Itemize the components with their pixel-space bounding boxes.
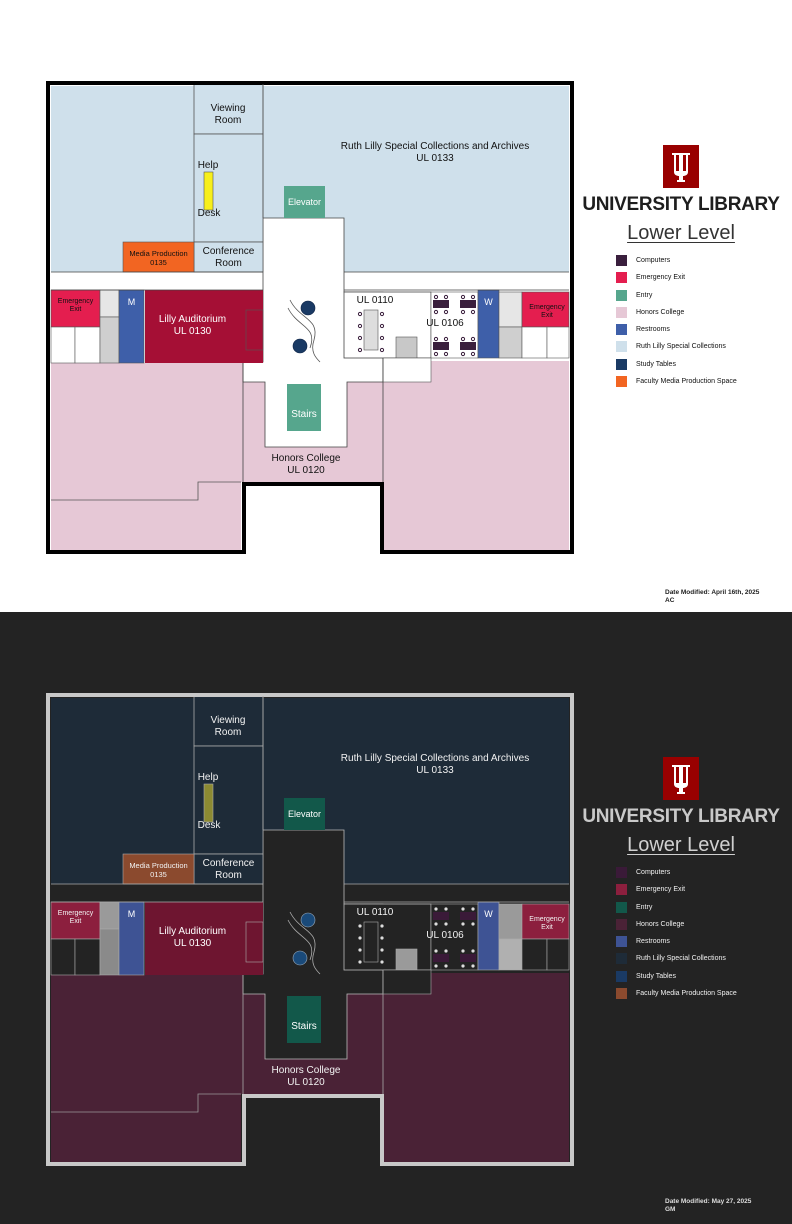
special-collections-swatch bbox=[616, 953, 627, 965]
study-tables-swatch bbox=[616, 358, 627, 370]
special-collections-swatch bbox=[616, 341, 627, 353]
special-collections-area bbox=[51, 698, 569, 884]
legend-label: Ruth Lilly Special Collections bbox=[636, 955, 726, 963]
media-production-swatch bbox=[616, 376, 627, 388]
legend-label: Emergency Exit bbox=[636, 274, 686, 282]
stairs-label: Stairs bbox=[291, 409, 317, 420]
computer-stations bbox=[433, 912, 476, 962]
help-label: Help bbox=[197, 160, 219, 171]
ul0106-label: UL 0106 bbox=[426, 318, 464, 329]
computer-stations bbox=[433, 300, 476, 350]
special-collections-label: Ruth Lilly Special Collections and Archi… bbox=[340, 753, 530, 776]
honors-college-area bbox=[51, 361, 569, 500]
honors-college-swatch bbox=[616, 306, 627, 318]
restroom-men-label: M bbox=[127, 297, 136, 307]
entry-swatch bbox=[616, 901, 627, 913]
floor-plan-light bbox=[46, 81, 574, 554]
author-initials: GM bbox=[665, 1206, 676, 1213]
emergency-exit-swatch bbox=[616, 272, 627, 284]
elevator-label: Elevator bbox=[287, 809, 322, 819]
media-production-room bbox=[122, 241, 195, 273]
author-initials: AC bbox=[665, 597, 675, 604]
auditorium-room bbox=[145, 902, 263, 975]
university-library-title: UNIVERSITY LIBRARY bbox=[582, 194, 780, 215]
ul0110-label: UL 0110 bbox=[356, 907, 394, 918]
ul0110-label: UL 0110 bbox=[356, 295, 394, 306]
elevator-room bbox=[284, 186, 325, 218]
floor-plan-dark bbox=[46, 693, 574, 1166]
restrooms-swatch bbox=[616, 936, 627, 948]
honors-college-swatch bbox=[616, 918, 627, 930]
computers-swatch bbox=[616, 255, 627, 266]
elevator-room bbox=[284, 798, 325, 830]
legend-label: Restrooms bbox=[636, 326, 670, 334]
study-tables bbox=[292, 912, 316, 966]
study-tables bbox=[292, 300, 316, 354]
stairs-room bbox=[287, 384, 321, 431]
desk-label: Desk bbox=[197, 820, 221, 831]
legend-label: Entry bbox=[636, 903, 653, 911]
entry-swatch bbox=[616, 289, 627, 301]
legend-label: Ruth Lilly Special Collections bbox=[636, 343, 726, 351]
legend-label: Honors College bbox=[636, 308, 685, 316]
stairs-label: Stairs bbox=[291, 1021, 317, 1032]
restroom-women-label: W bbox=[484, 909, 493, 919]
auditorium-room bbox=[145, 290, 263, 363]
legend-label: Computers bbox=[636, 257, 671, 264]
elevator-label: Elevator bbox=[287, 197, 322, 207]
stairs-room bbox=[287, 996, 321, 1043]
special-collections-area bbox=[51, 86, 569, 272]
restroom-men-label: M bbox=[127, 909, 136, 919]
iu-trident-logo-icon bbox=[663, 757, 699, 800]
media-production-swatch bbox=[616, 988, 627, 1000]
help-label: Help bbox=[197, 772, 219, 783]
restroom-women-label: W bbox=[484, 297, 493, 307]
computers-swatch bbox=[616, 867, 627, 878]
date-modified-text: Date Modified: May 27, 2025 bbox=[665, 1198, 752, 1205]
restrooms-swatch bbox=[616, 324, 627, 336]
emergency-exit-swatch bbox=[616, 884, 627, 896]
legend-label: Computers bbox=[636, 869, 671, 876]
special-collections-label: Ruth Lilly Special Collections and Archi… bbox=[340, 141, 530, 164]
legend-label: Faculty Media Production Space bbox=[636, 990, 737, 998]
honors-college-area bbox=[51, 973, 569, 1112]
study-tables-swatch bbox=[616, 970, 627, 982]
legend-label: Honors College bbox=[636, 920, 685, 928]
legend-label: Emergency Exit bbox=[636, 886, 686, 894]
date-modified-text: Date Modified: April 16th, 2025 bbox=[665, 589, 760, 596]
legend-label: Study Tables bbox=[636, 360, 676, 368]
legend-label: Study Tables bbox=[636, 972, 676, 980]
ul0106-label: UL 0106 bbox=[426, 930, 464, 941]
lower-level-title: Lower Level bbox=[627, 222, 735, 244]
iu-trident-logo-icon bbox=[663, 145, 699, 188]
desk-label: Desk bbox=[197, 208, 221, 219]
date-modified: Date Modified: April 16th, 2025 AC bbox=[665, 589, 759, 605]
lower-level-title: Lower Level bbox=[627, 834, 735, 856]
date-modified: Date Modified: May 27, 2025 GM bbox=[665, 1198, 751, 1214]
legend-label: Entry bbox=[636, 291, 653, 299]
legend-label: Restrooms bbox=[636, 938, 670, 946]
university-library-title: UNIVERSITY LIBRARY bbox=[582, 806, 780, 827]
media-production-room bbox=[122, 853, 195, 885]
legend-label: Faculty Media Production Space bbox=[636, 378, 737, 386]
